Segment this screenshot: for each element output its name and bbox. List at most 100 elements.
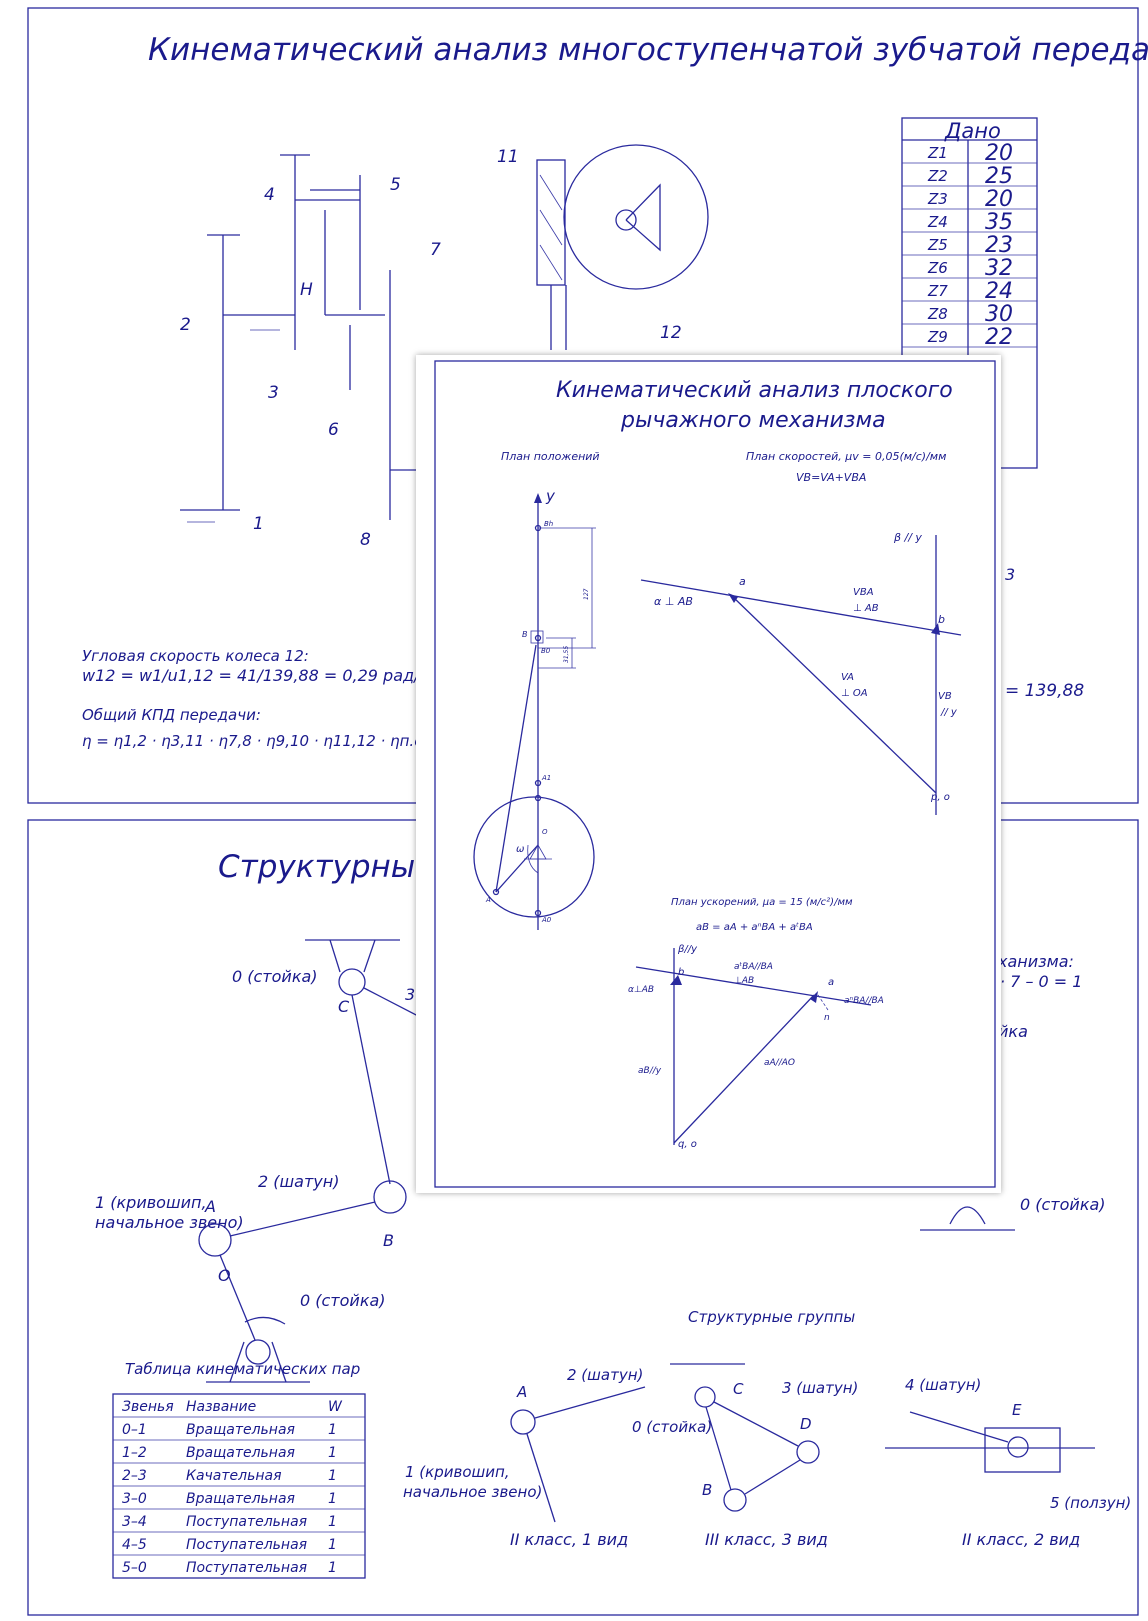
pos-label-a0: A0 — [541, 916, 552, 924]
groups-title: Структурные группы — [688, 1308, 855, 1326]
velocity-equation: VB=VA+VBA — [796, 471, 866, 484]
sheet1-title: Кинематический анализ многоступенчатой з… — [148, 32, 1148, 68]
pos-dim-31: 31,55 — [563, 646, 570, 663]
group-2-label-d: D — [800, 1415, 812, 1433]
label-crank: 1 (кривошип, — [95, 1193, 207, 1212]
label-3: 3 — [405, 985, 415, 1004]
pairs-cell: 1–2 — [122, 1445, 147, 1461]
pairs-cell: Вращательная — [186, 1445, 295, 1461]
pairs-cell: Поступательная — [186, 1514, 307, 1530]
acc-label-beta: β//y — [677, 944, 698, 955]
vel-label-beta: β // y — [893, 531, 922, 544]
ratio-fragment: = 139,88 — [1005, 681, 1084, 701]
pairs-cell: Поступательная — [186, 1560, 307, 1576]
group-3-label-slider: 5 (ползун) — [1050, 1494, 1131, 1512]
gear-label-3: 3 — [268, 383, 279, 403]
pos-label-bh: Bh — [544, 520, 553, 528]
vel-label-b: b — [938, 613, 945, 626]
sheet3-frame — [434, 360, 996, 1188]
pairs-cell: 1 — [328, 1445, 337, 1461]
group-1-caption: II класс, 1 вид — [510, 1530, 628, 1549]
given-row-value: 32 — [985, 256, 1013, 281]
given-row-value: 35 — [985, 210, 1013, 235]
given-row-label: Z8 — [927, 305, 948, 323]
pos-label-omega: ω — [516, 844, 524, 855]
label-stand-fragment: йка — [998, 1022, 1028, 1041]
label-conrod: 2 (шатун) — [258, 1172, 339, 1191]
label-o: O — [218, 1266, 231, 1285]
group-1-label-crank: 1 (кривошип, — [405, 1463, 510, 1481]
vel-label-va2: ⊥ OA — [841, 688, 868, 699]
gear-label-7: 7 — [430, 240, 441, 260]
given-row-value: 30 — [985, 302, 1013, 327]
pos-dim-127: 127 — [583, 588, 590, 600]
b-fragment: 3 — [1005, 565, 1015, 584]
vel-label-vba: VBA — [853, 587, 874, 598]
pairs-cell: 5–0 — [122, 1560, 147, 1576]
gear-label-2: 2 — [180, 315, 191, 335]
group-3-caption: II класс, 2 вид — [962, 1530, 1080, 1549]
vel-label-vb: VB — [938, 691, 952, 702]
group-3-label-e: E — [1012, 1401, 1022, 1419]
given-row-label: Z9 — [927, 328, 948, 346]
pairs-header-cell: Название — [186, 1399, 256, 1415]
pairs-cell: 1 — [328, 1537, 337, 1553]
gear-number-labels: 1 2 3 4 5 6 7 8 H 11 12 — [180, 147, 682, 550]
positions-title: План положений — [501, 450, 600, 463]
angular-speed-title: Угловая скорость колеса 12: — [82, 647, 309, 665]
group-1-label-a: A — [516, 1383, 527, 1401]
pairs-header-cell: Звенья — [122, 1399, 174, 1415]
group-2-label-conrod: 3 (шатун) — [782, 1379, 858, 1397]
vel-label-va: VA — [841, 672, 854, 683]
pairs-table: Таблица кинематических пар Звенья Названи… — [112, 1360, 366, 1579]
acc-label-atba: aᵗBA//BA — [734, 962, 773, 972]
pairs-table-title: Таблица кинематических пар — [125, 1360, 360, 1378]
given-row-value: 20 — [985, 141, 1013, 166]
given-row-label: Z1 — [927, 144, 948, 162]
vel-label-vba2: ⊥ AB — [853, 603, 879, 614]
gear-label-12: 12 — [660, 323, 682, 343]
pairs-cell: 0–1 — [122, 1422, 147, 1438]
given-row-value: 24 — [985, 279, 1013, 304]
acc-label-n: n — [824, 1013, 830, 1023]
pairs-cell: Поступательная — [186, 1537, 307, 1553]
label-a: A — [204, 1197, 216, 1216]
given-row-label: Z2 — [927, 167, 948, 185]
pos-label-y: y — [545, 487, 556, 505]
pos-label-a1: A1 — [541, 774, 551, 782]
group-2-label-stand: 0 (стойка) — [632, 1418, 712, 1436]
pairs-cell: 3–0 — [122, 1491, 147, 1507]
velocity-title: План скоростей, μv = 0,05(м/с)/мм — [746, 450, 946, 463]
acc-label-b: b — [678, 967, 684, 978]
pairs-cell: 1 — [328, 1491, 337, 1507]
pairs-cell: Вращательная — [186, 1491, 295, 1507]
accel-title: План ускорений, μa = 15 (м/с²)/мм — [671, 897, 853, 908]
efficiency-title: Общий КПД передачи: — [82, 706, 261, 724]
pos-label-a: A — [485, 896, 491, 904]
group-2-label-c: C — [733, 1380, 744, 1398]
lever-mechanism-drawing: Кинематический анализ плоского рычажного… — [434, 360, 996, 1188]
sheet-lever-mechanism: Кинематический анализ плоского рычажного… — [416, 355, 1001, 1193]
vel-label-alpha: α ⊥ AB — [654, 595, 693, 608]
pairs-cell: 1 — [328, 1560, 337, 1576]
vel-label-vb2: // y — [940, 707, 958, 718]
pairs-header-cell: W — [328, 1399, 343, 1415]
vel-label-a: a — [739, 575, 746, 588]
label-stand-right: 0 (стойка) — [1020, 1195, 1106, 1214]
pairs-cell: Вращательная — [186, 1422, 295, 1438]
acceleration-plan — [635, 948, 872, 1145]
label-b: B — [383, 1231, 394, 1250]
acc-label-qo: q, o — [678, 1139, 697, 1150]
gear-train-left — [180, 154, 465, 523]
gear-label-1: 1 — [253, 514, 264, 534]
vel-label-po: p, o — [930, 792, 950, 803]
given-row-value: 20 — [985, 187, 1013, 212]
pairs-cell: 4–5 — [122, 1537, 147, 1553]
label-mech-fragment: ханизма: — [997, 952, 1074, 971]
group-3-label-conrod: 4 (шатун) — [905, 1376, 981, 1394]
acc-label-ab: aB//y — [638, 1066, 662, 1076]
angular-speed-formula: w12 = w1/u1,12 = 41/139,88 = 0,29 рад/с — [82, 666, 428, 685]
acc-label-alpha: α⊥AB — [628, 985, 654, 995]
